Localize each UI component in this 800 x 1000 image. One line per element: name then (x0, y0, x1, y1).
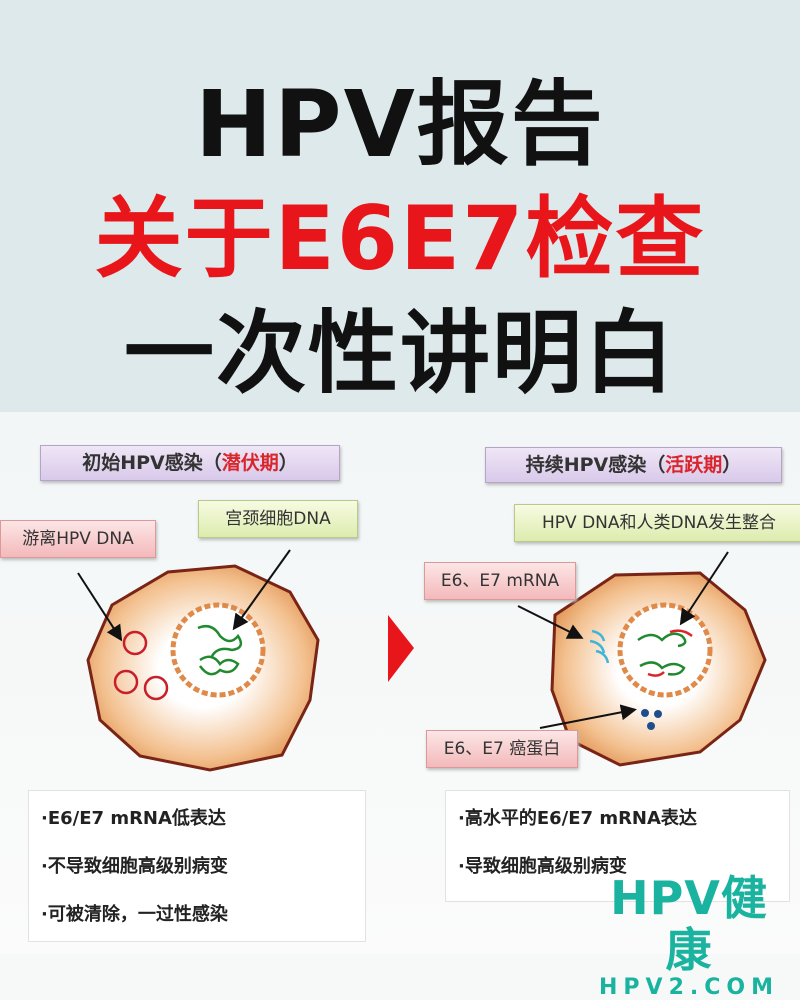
phase-text: 持续HPV感染（ (525, 454, 666, 476)
phase-text: 初始HPV感染（ (82, 452, 222, 474)
cell-dna (197, 625, 243, 676)
logo-name: HPV健康 (610, 871, 768, 977)
integrated-dna (637, 632, 687, 676)
phase-text: ） (278, 452, 298, 474)
site-logo: HPV健康 HPV2.COM (594, 872, 784, 1000)
label-dna-integration: HPV DNA和人类DNA发生整合 (514, 504, 800, 542)
label-e6e7-oncoprotein: E6、E7 癌蛋白 (426, 730, 578, 768)
bullet-item: ·高水平的E6/E7 mRNA表达 (458, 808, 697, 829)
right-cell (517, 551, 767, 767)
hpv-episome (113, 669, 139, 695)
label-free-hpv-dna: 游离HPV DNA (0, 520, 156, 558)
nucleus (617, 602, 713, 698)
oncoprotein-dots (647, 722, 655, 730)
title-line-3: 一次性讲明白 (124, 301, 676, 406)
phase-highlight: 潜伏期 (221, 452, 279, 474)
cell-diagram (77, 549, 767, 772)
transition-arrow-icon (388, 615, 414, 682)
hpv-episome (143, 675, 169, 701)
right-bullet-list: ·高水平的E6/E7 mRNA表达 ·导致细胞高级别病变 (445, 790, 790, 902)
bullet-item: ·可被清除，一过性感染 (41, 904, 228, 925)
phase-label-active: 持续HPV感染（活跃期） (485, 447, 782, 483)
arrow (232, 549, 291, 631)
arrow (517, 605, 584, 639)
hpv-episome (122, 630, 148, 656)
left-bullet-list: ·E6/E7 mRNA低表达 ·不导致细胞高级别病变 ·可被清除，一过性感染 (28, 790, 366, 942)
phase-label-latent: 初始HPV感染（潜伏期） (40, 445, 340, 481)
title-line-2: 关于E6E7检查 (94, 187, 706, 290)
phase-highlight: 活跃期 (665, 454, 723, 476)
bullet-item: ·E6/E7 mRNA低表达 (41, 808, 226, 829)
arrow (679, 551, 729, 626)
label-cell-dna: 宫颈细胞DNA (198, 500, 358, 538)
mrna-icon (589, 629, 610, 664)
logo-site: HPV2.COM (599, 975, 779, 1000)
label-e6e7-mrna: E6、E7 mRNA (424, 562, 576, 600)
arrow (77, 572, 123, 642)
arrow (539, 704, 637, 729)
title-banner (0, 0, 800, 412)
bullet-item: ·不导致细胞高级别病变 (41, 856, 228, 877)
left-cell (77, 549, 320, 772)
phase-text: ） (722, 454, 742, 476)
title-line-1: HPV报告 (195, 71, 605, 178)
bullet-item: ·导致细胞高级别病变 (458, 856, 627, 877)
